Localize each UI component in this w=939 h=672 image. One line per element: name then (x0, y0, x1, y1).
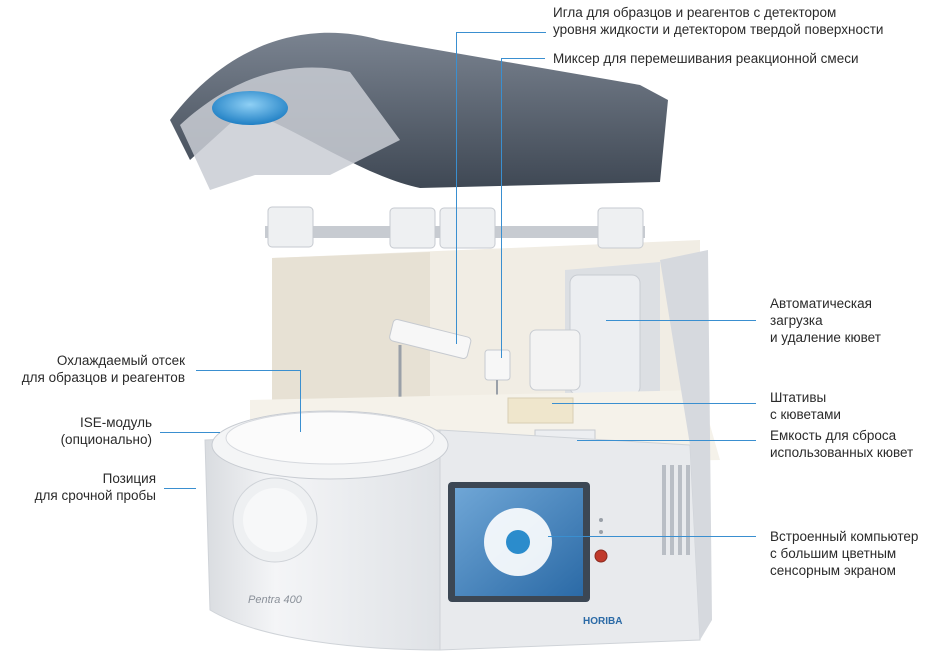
model-logo: Pentra 400 (248, 594, 303, 606)
right-side (660, 250, 712, 640)
loader-side-block (529, 329, 581, 391)
leader-computer (548, 536, 756, 537)
leader-ise (160, 432, 220, 433)
callout-computer: Встроенный компьютер с большим цветным с… (770, 529, 919, 578)
callout-cooled-compartment: Охлаждаемый отсек для образцов и реагент… (21, 353, 185, 385)
callout-ise-module: ISE-модуль (опционально) (60, 415, 152, 447)
callout-cuvette-loader: Автоматическая загрузка и удаление кювет (770, 296, 881, 345)
leader-probe-v (456, 32, 457, 344)
callout-waste: Емкость для сброса использованных кювет (770, 428, 914, 460)
leader-loader (606, 320, 756, 321)
cuvette-rack (507, 397, 574, 424)
power-button (594, 549, 608, 563)
leader-probe-h (456, 32, 546, 33)
leader-racks (552, 403, 756, 404)
leader-waste (577, 440, 756, 441)
brand-logo: HORIBA (583, 616, 622, 627)
callout-mixer: Миксер для перемешивания реакционной сме… (553, 51, 859, 66)
lid-button (212, 91, 288, 125)
leader-cooled-v (300, 370, 301, 432)
leader-stat (164, 488, 196, 489)
callout-probe: Игла для образцов и реагентов с детектор… (553, 5, 884, 37)
probe-arm (389, 319, 472, 360)
leader-mixer-h (501, 58, 545, 59)
callout-racks: Штативы с кюветами (770, 390, 841, 422)
mixer-head (484, 349, 511, 381)
leader-mixer-v (501, 58, 502, 358)
callout-stat-position: Позиция для срочной пробы (34, 471, 156, 503)
leader-cooled-h (196, 370, 300, 371)
